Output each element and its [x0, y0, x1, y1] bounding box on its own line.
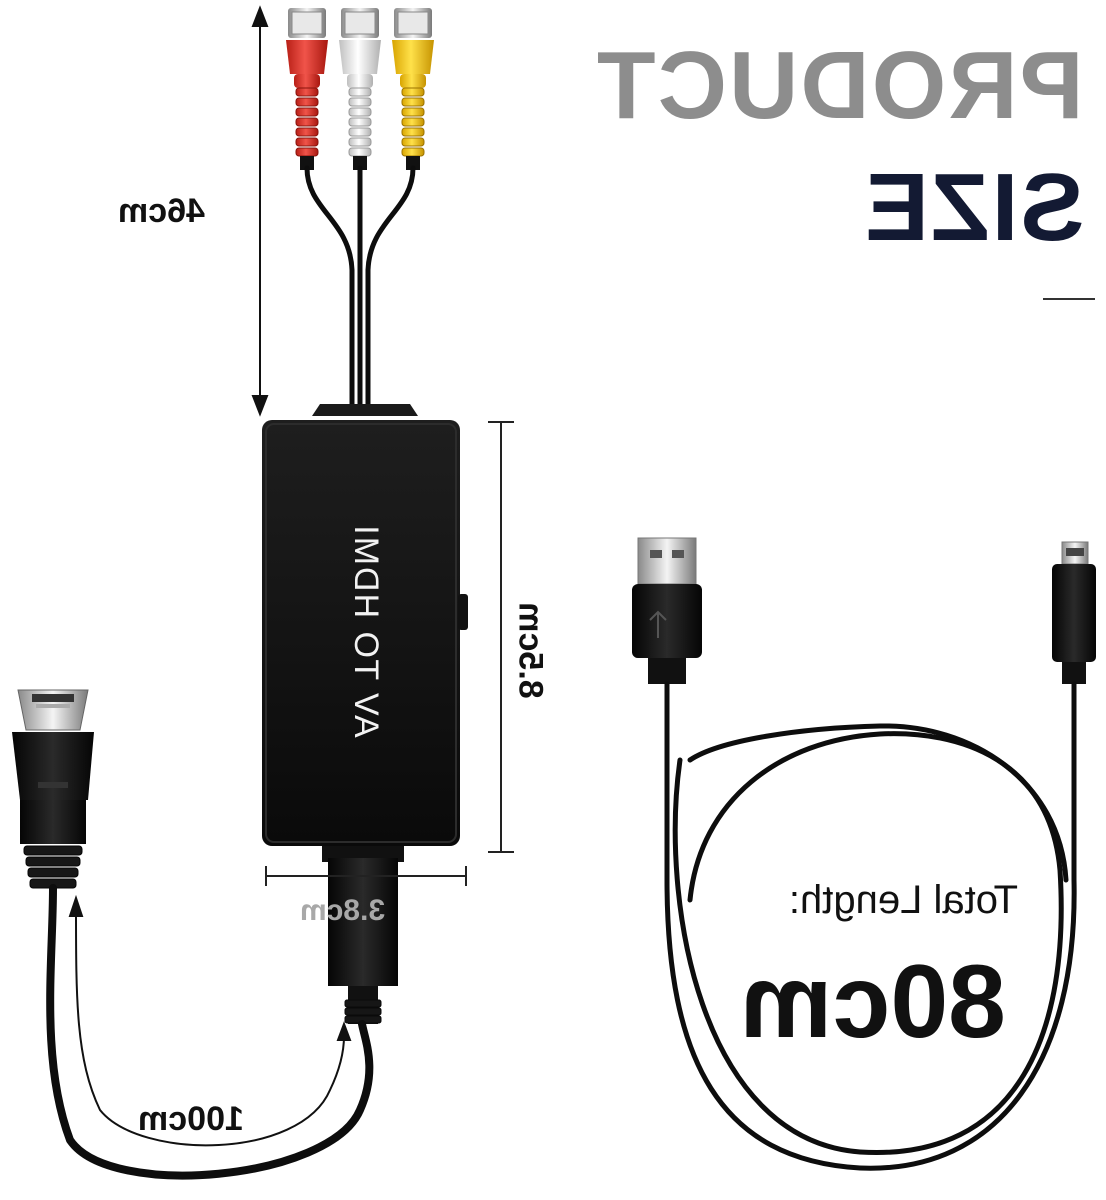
usb-total-length-value: 80cm [740, 944, 1006, 1060]
hdmi-box-plug [322, 846, 404, 1024]
usb-total-length-caption: Total Length: [788, 878, 1018, 922]
title-line-size: SIZE [862, 154, 1084, 261]
converter-box [262, 404, 468, 846]
box-length-marker [488, 421, 514, 853]
converter-label: AV TO HDMI [346, 522, 385, 738]
title-line-product: PRODUCT [595, 32, 1084, 139]
usb-cable-coil [664, 681, 1077, 1171]
rca-length-arrow [251, 5, 269, 417]
rca-white-connector [339, 8, 381, 170]
rca-cable-length-label: 46cm [118, 192, 205, 230]
hdmi-cable-length-label: 100cm [138, 1100, 244, 1138]
converter-label-wrap: AV TO HDMI [335, 480, 395, 780]
box-width-label: 3.8cm [300, 894, 386, 927]
title-divider [1043, 298, 1095, 300]
hdmi-length-arrow [68, 894, 352, 1147]
box-length-label-wrap: 8.5cm [500, 560, 560, 740]
usb-a-connector [632, 537, 702, 684]
box-width-marker [265, 866, 467, 886]
box-length-label: 8.5cm [511, 601, 550, 699]
rca-red-connector [286, 8, 328, 170]
hdmi-cable [46, 884, 374, 1180]
micro-usb-connector [1052, 541, 1096, 684]
rca-yellow-connector [392, 8, 434, 170]
rca-cables [304, 165, 416, 413]
hdmi-plug [12, 689, 94, 889]
